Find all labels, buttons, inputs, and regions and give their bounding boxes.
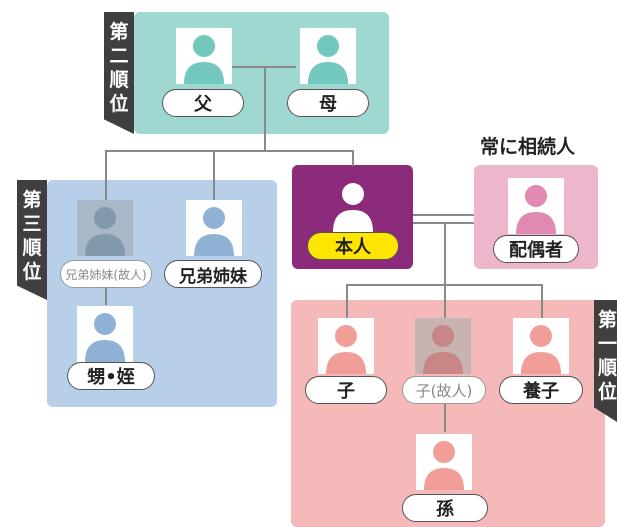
connector-spouse-1 bbox=[413, 214, 474, 216]
third-rank-tab: 第 三 順 位 bbox=[17, 180, 47, 300]
sibling-label: 兄弟姉妹 bbox=[164, 260, 262, 288]
spouse-label: 配偶者 bbox=[493, 235, 579, 263]
connector-child1 bbox=[346, 284, 348, 320]
connector-child2 bbox=[444, 284, 446, 320]
father-label: 父 bbox=[162, 89, 244, 117]
second-rank-tab: 第 二 順 位 bbox=[104, 12, 134, 134]
father-avatar bbox=[176, 28, 232, 84]
adopted-child-label: 養子 bbox=[499, 376, 583, 404]
grandchild-avatar bbox=[416, 434, 472, 490]
first-rank-tab: 第 一 順 位 bbox=[594, 300, 617, 422]
nephew-niece-avatar bbox=[77, 306, 133, 362]
connector-sibling1 bbox=[105, 150, 107, 202]
deceased-sibling-label: 兄弟姉妹(故人) bbox=[60, 260, 152, 288]
sibling-avatar bbox=[186, 200, 242, 256]
nephew-niece-label: 甥•姪 bbox=[67, 362, 155, 390]
deceased-child-label: 子(故人) bbox=[402, 376, 486, 404]
connector-sibling2 bbox=[213, 150, 215, 202]
connector-children-down bbox=[444, 222, 446, 284]
self-avatar bbox=[325, 176, 381, 232]
self-label: 本人 bbox=[307, 232, 399, 260]
spouse-avatar bbox=[508, 178, 564, 234]
connector-siblings-bar bbox=[105, 150, 353, 152]
child-avatar bbox=[318, 318, 374, 374]
connector-self bbox=[352, 150, 354, 166]
child-label: 子 bbox=[305, 376, 387, 404]
connector-nephew bbox=[105, 285, 107, 305]
connector-child3 bbox=[541, 284, 543, 320]
adopted-child-avatar bbox=[513, 318, 569, 374]
connector-grandchild bbox=[444, 400, 446, 432]
connector-parents-down bbox=[264, 66, 266, 150]
mother-avatar bbox=[300, 28, 356, 84]
always-heir-heading: 常に相続人 bbox=[480, 136, 576, 158]
connector-spouse-2 bbox=[413, 222, 474, 224]
deceased-child-avatar bbox=[415, 318, 471, 374]
grandchild-label: 孫 bbox=[402, 494, 488, 522]
deceased-sibling-avatar bbox=[77, 200, 133, 256]
mother-label: 母 bbox=[287, 89, 369, 117]
